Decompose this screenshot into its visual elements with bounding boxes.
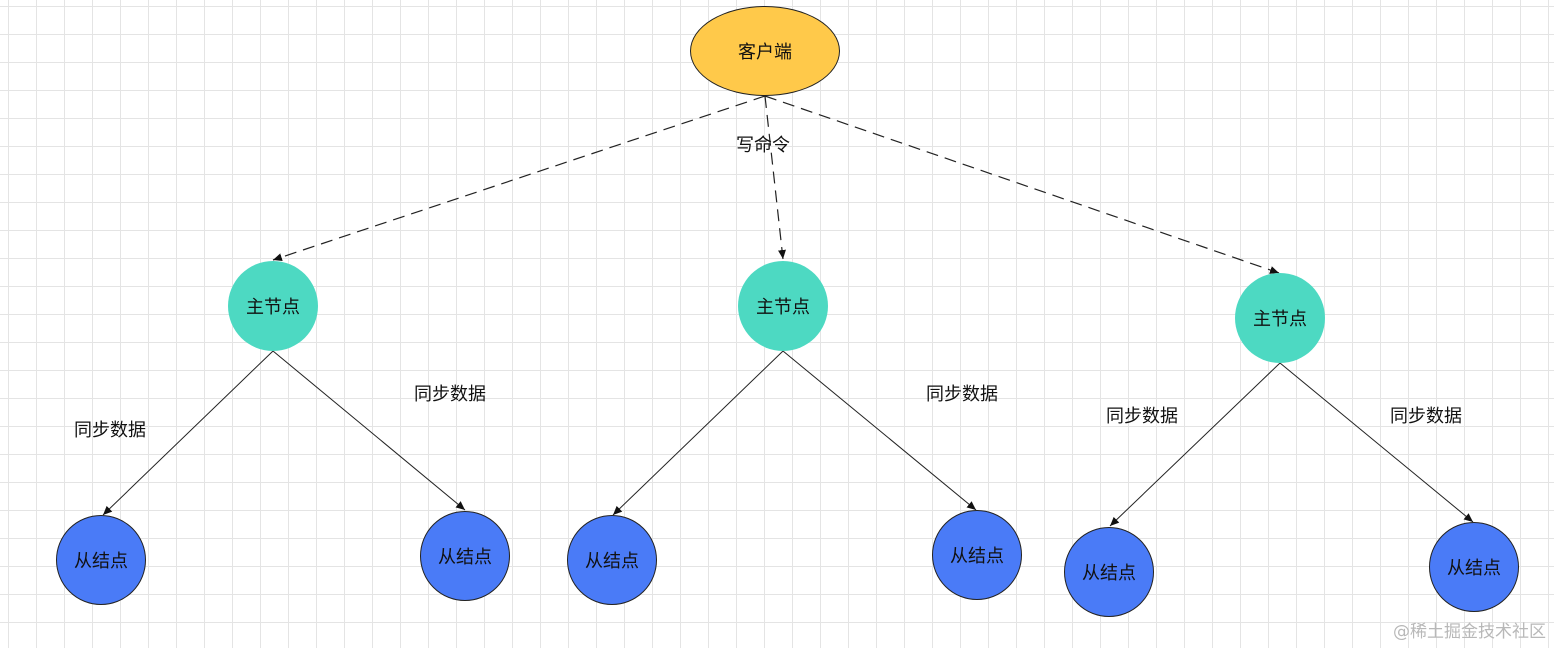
slave-node-label: 从结点 [438, 547, 492, 568]
master-node-label: 主节点 [1253, 309, 1307, 330]
watermark: @稀土掘金技术社区 [1393, 622, 1546, 642]
sync-data-label: 同步数据 [74, 420, 146, 441]
slave-node-label: 从结点 [585, 551, 639, 572]
master-node-1[interactable]: 主节点 [228, 261, 318, 351]
slave-node-4[interactable]: 从结点 [932, 510, 1022, 600]
sync-data-label: 同步数据 [414, 384, 486, 405]
edge-client-to-master-3 [764, 95, 1280, 274]
slave-node-3[interactable]: 从结点 [567, 515, 657, 605]
sync-data-label: 同步数据 [1106, 406, 1178, 427]
master-node-2[interactable]: 主节点 [738, 261, 828, 351]
slave-node-label: 从结点 [1447, 558, 1501, 579]
master-node-label: 主节点 [756, 297, 810, 318]
slave-node-1[interactable]: 从结点 [56, 515, 146, 605]
slave-node-label: 从结点 [950, 546, 1004, 567]
client-node[interactable]: 客户端 [690, 6, 840, 96]
slave-node-2[interactable]: 从结点 [420, 511, 510, 601]
edge-client-to-master-1 [272, 95, 766, 261]
sync-data-label: 同步数据 [926, 384, 998, 405]
write-command-label: 写命令 [736, 135, 790, 156]
slave-node-5[interactable]: 从结点 [1064, 527, 1154, 617]
edge-master-1-to-slave-1 [102, 350, 274, 516]
sync-data-label: 同步数据 [1390, 406, 1462, 427]
edge-master-1-to-slave-2 [272, 350, 466, 511]
edge-master-3-to-slave-6 [1279, 362, 1474, 523]
master-node-3[interactable]: 主节点 [1235, 273, 1325, 363]
master-node-label: 主节点 [246, 297, 300, 318]
edge-master-2-to-slave-3 [612, 350, 784, 516]
slave-node-label: 从结点 [74, 551, 128, 572]
edge-client-to-master-2 [764, 95, 786, 260]
edge-master-3-to-slave-5 [1109, 362, 1281, 527]
slave-node-label: 从结点 [1082, 563, 1136, 584]
edge-master-2-to-slave-4 [782, 350, 977, 511]
slave-node-6[interactable]: 从结点 [1429, 522, 1519, 612]
client-node-label: 客户端 [738, 42, 792, 63]
